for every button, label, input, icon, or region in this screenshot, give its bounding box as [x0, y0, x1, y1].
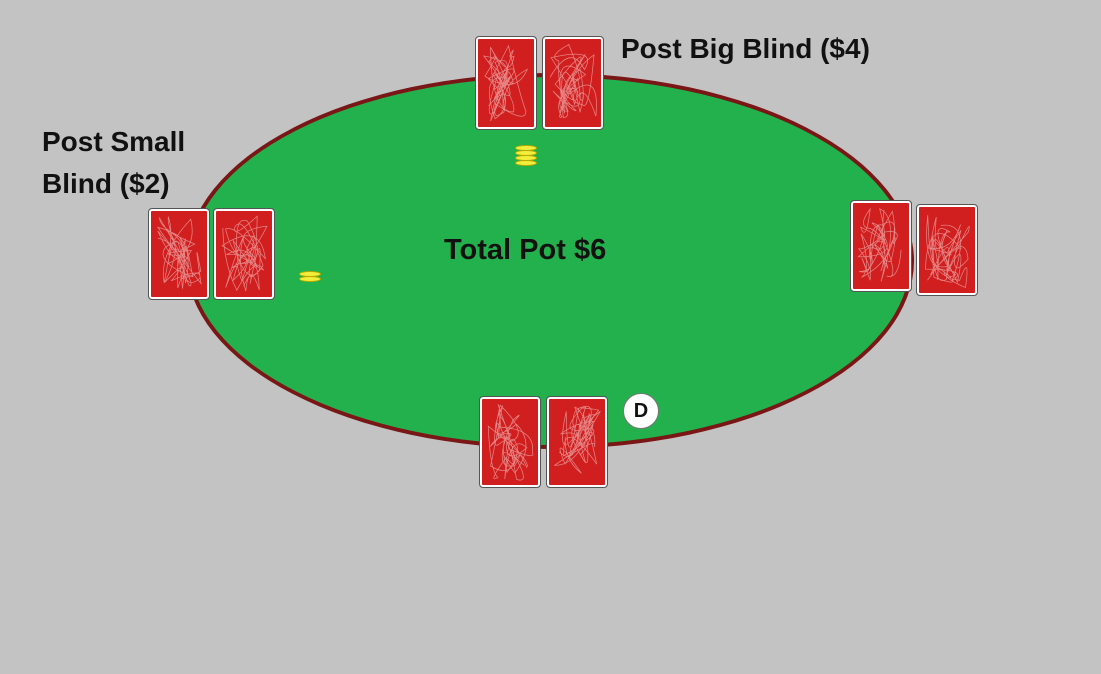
poker-table-felt — [186, 73, 914, 449]
card-back-left-1 — [148, 208, 210, 300]
card-back-bottom-2 — [546, 396, 608, 488]
dealer-button: D — [623, 393, 659, 429]
card-back-top-left — [475, 36, 537, 130]
chip — [515, 160, 537, 166]
chip — [299, 276, 321, 282]
card-back-pattern — [553, 405, 601, 474]
card-back-right-2 — [916, 204, 978, 296]
big-blind-label: Post Big Blind ($4) — [621, 33, 870, 64]
small-blind-label-line2: Blind ($2) — [42, 168, 170, 199]
card-back-pattern — [487, 404, 534, 481]
big-blind-chip-stack — [515, 145, 537, 167]
card-back-bottom-1 — [479, 396, 541, 488]
card-back-pattern — [156, 215, 202, 289]
card-back-pattern — [482, 44, 529, 122]
small-blind-chip-stack — [299, 271, 321, 283]
total-pot-label: Total Pot $6 — [444, 234, 607, 266]
card-back-left-2 — [213, 208, 275, 300]
small-blind-label-line1: Post Small — [42, 126, 186, 157]
card-back-pattern — [221, 215, 268, 292]
card-back-right-1 — [850, 200, 912, 292]
card-back-pattern — [925, 215, 970, 289]
card-back-top-right — [542, 36, 604, 130]
card-back-pattern — [857, 207, 902, 282]
card-back-pattern — [549, 44, 597, 119]
